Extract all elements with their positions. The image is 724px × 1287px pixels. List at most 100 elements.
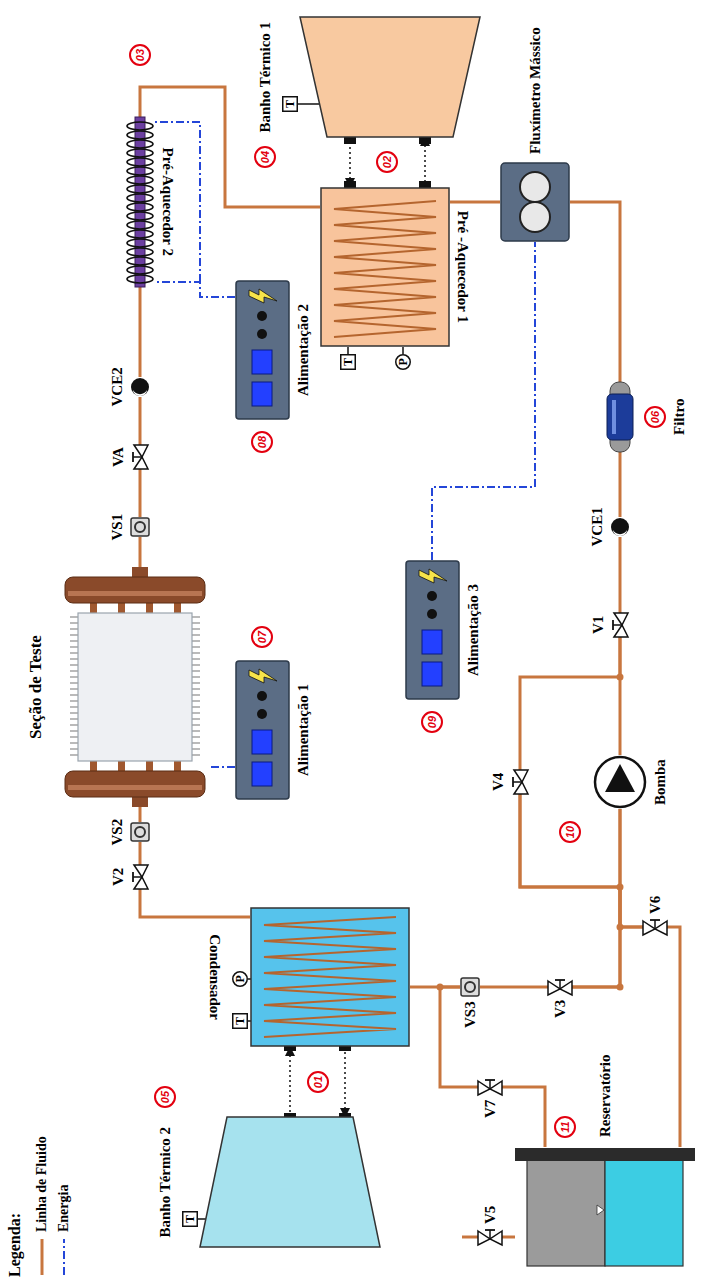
pump: Bomba — [593, 755, 647, 809]
valve: V5 — [478, 1228, 502, 1246]
fluid-pipe — [139, 397, 142, 445]
pressure-sensor: P — [395, 354, 411, 370]
filter: Filtro — [606, 382, 634, 452]
temperature-sensor: T — [282, 96, 298, 112]
component-label: V6 — [646, 896, 664, 914]
thermal-bath: Banho Térmico 2 — [200, 1117, 380, 1247]
power-branch — [155, 122, 200, 282]
fluid-pipe — [502, 1236, 515, 1239]
component-label: Alimentação 3 — [464, 584, 482, 676]
component-label: V7 — [481, 1100, 499, 1118]
power-supply: Alimentação 3 — [405, 560, 460, 700]
callout-number: 08 — [251, 431, 273, 453]
callout-number: 03 — [129, 44, 151, 66]
valve-shape — [478, 1078, 502, 1096]
callout-number: 02 — [376, 151, 398, 173]
power-supply-shape — [235, 660, 290, 800]
fluid-pipe — [667, 927, 680, 1147]
component-label: Banho Térmico 1 — [256, 22, 274, 133]
valve-shape — [131, 445, 149, 469]
temperature-sensor: T — [340, 354, 356, 370]
fluid-pipe — [520, 637, 620, 770]
sensor-letter: P — [395, 358, 411, 365]
electric-preheater-shape — [125, 117, 155, 287]
filter-shape — [606, 382, 634, 452]
thermal-bath-shape — [300, 17, 480, 137]
legend-fluid-sample — [41, 1239, 44, 1275]
valve-shape — [511, 770, 529, 794]
thermal-bath: Banho Térmico 1 — [300, 17, 480, 137]
component-label: Pré -Aquecedor 1 — [454, 211, 472, 323]
valve: VA — [131, 445, 149, 469]
sight-glass: VS1 — [130, 517, 150, 537]
valve: V3 — [548, 978, 572, 996]
fluid-pipe — [440, 987, 478, 1087]
valve-shape — [643, 918, 667, 936]
component-label: VS2 — [108, 819, 126, 846]
electric-preheater: Pré-Aquecedor 2 — [125, 117, 155, 287]
valve: V6 — [643, 918, 667, 936]
energy-line — [210, 766, 235, 768]
sensor-letter: T — [182, 1215, 198, 1223]
legend-text: Energia — [55, 1185, 73, 1232]
component-label: Filtro — [670, 399, 688, 435]
power-supply: Alimentação 2 — [235, 280, 290, 420]
sensor-letter: T — [282, 100, 298, 108]
callout-number: 06 — [644, 406, 666, 428]
fluid-pipe — [520, 794, 643, 927]
sensor-letter: T — [232, 1017, 248, 1025]
valve: V7 — [478, 1078, 502, 1096]
heat-exchanger: Condensador — [250, 907, 410, 1047]
legend-heading: Legenda: — [6, 1213, 24, 1277]
component-label: V2 — [109, 868, 127, 886]
component-label: Banho Térmico 2 — [156, 1127, 174, 1238]
fluid-pipe — [139, 807, 142, 822]
valve: V4 — [511, 770, 529, 794]
mass-flowmeter-shape — [500, 162, 570, 242]
pipe-junctions — [437, 674, 624, 991]
test-section-shape — [60, 567, 210, 807]
component-label: Condensador — [206, 934, 224, 1020]
legend-energy-sample — [63, 1239, 65, 1275]
power-supply-shape — [405, 560, 460, 700]
callout-number: 01 — [307, 1071, 329, 1093]
check-valve: VCE1 — [610, 517, 630, 537]
valve-shape — [131, 865, 149, 889]
power-supply: Alimentação 1 — [235, 660, 290, 800]
fluid-pipe — [619, 452, 622, 517]
valve-shape — [548, 978, 572, 996]
bath-water-line — [289, 1047, 291, 1117]
callout-number: 09 — [421, 711, 443, 733]
component-label: Fluxímetro Mássico — [526, 27, 544, 154]
thermal-bath-shape — [200, 1117, 380, 1247]
valve: V2 — [131, 865, 149, 889]
bath-water-line — [424, 137, 426, 187]
component-label: VCE2 — [108, 367, 126, 406]
valve-shape — [478, 1228, 502, 1246]
reservoir-shape — [515, 1147, 695, 1267]
power-supply-shape — [235, 280, 290, 420]
component-label: Seção de Teste — [25, 635, 46, 739]
component-label: Reservatório — [596, 1055, 614, 1137]
fluid-pipe — [480, 986, 548, 989]
check-valve-shape — [610, 517, 630, 537]
fluid-pipe — [139, 469, 142, 517]
component-label: VA — [109, 447, 127, 467]
fluid-pipe — [139, 537, 142, 567]
sensor-letter: P — [232, 975, 248, 982]
component-label: Bomba — [651, 759, 669, 805]
fluid-pipe — [619, 537, 622, 613]
component-label: Alimentação 1 — [294, 684, 312, 776]
energy-line — [155, 282, 235, 297]
test-section: Seção de Teste — [60, 567, 210, 807]
fluid-pipe — [140, 889, 250, 917]
component-label: VS1 — [108, 514, 126, 541]
pump-shape — [593, 755, 647, 809]
fluid-pipe — [450, 201, 500, 204]
callout-number: 10 — [559, 821, 581, 843]
temperature-sensor: T — [232, 1013, 248, 1029]
component-label: Alimentação 2 — [294, 304, 312, 396]
heat-exchanger-shape — [250, 907, 410, 1047]
component-label: VCE1 — [588, 507, 606, 546]
